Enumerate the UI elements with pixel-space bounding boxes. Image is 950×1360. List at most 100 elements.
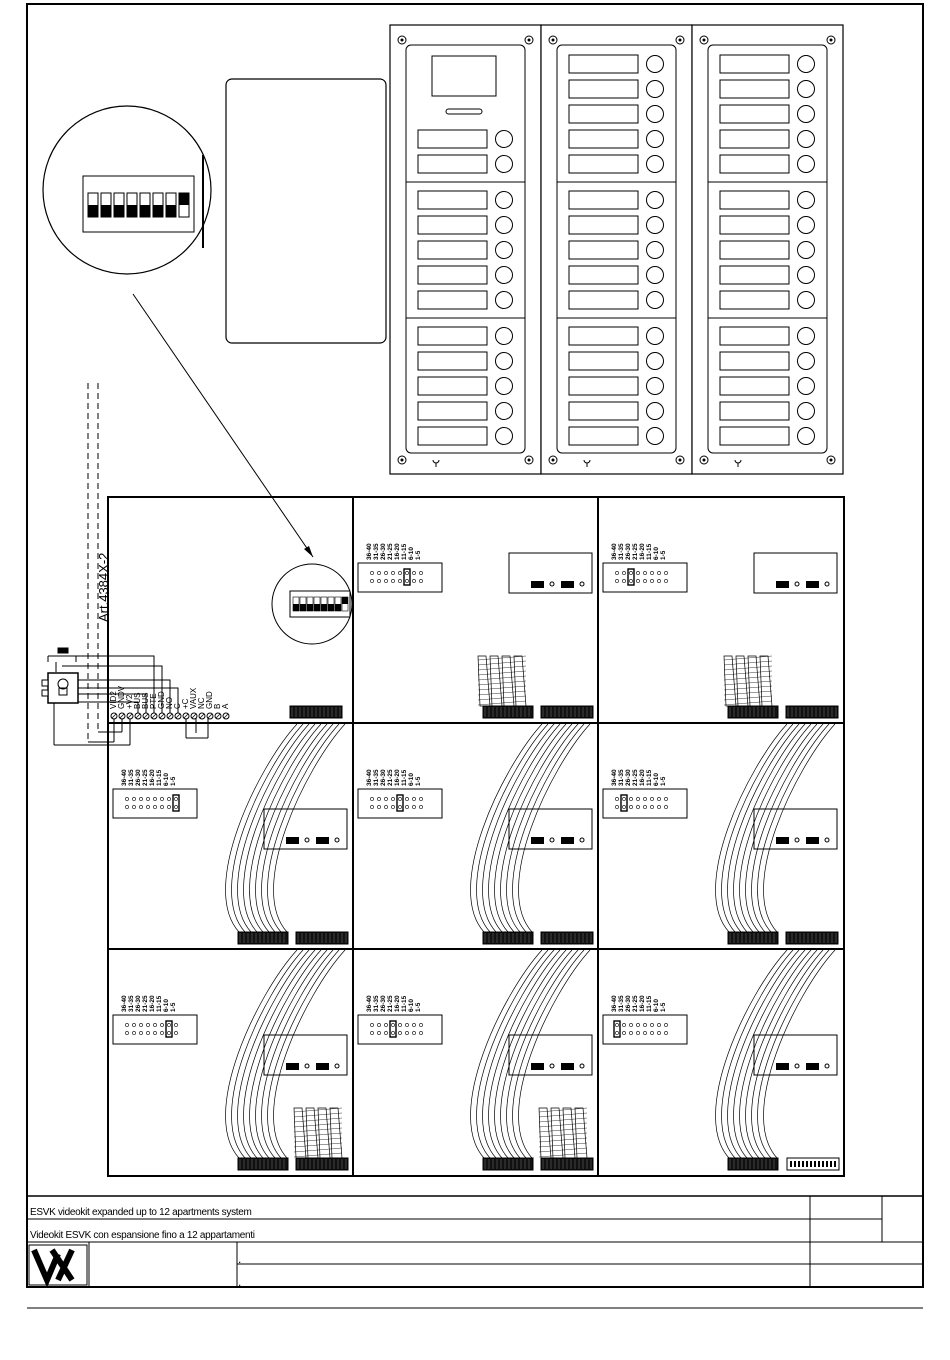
end-connector bbox=[798, 1161, 800, 1167]
end-connector bbox=[810, 1161, 812, 1167]
terminal-label: GND bbox=[157, 691, 166, 709]
ribbon-stub bbox=[477, 665, 527, 671]
jumper-pin bbox=[384, 1023, 388, 1027]
jumper-label: 16-20 bbox=[394, 995, 401, 1012]
jumper-label: 26-30 bbox=[380, 995, 387, 1012]
jumper-pin bbox=[419, 1031, 423, 1035]
name-card bbox=[719, 215, 790, 235]
name-card bbox=[417, 265, 488, 285]
terminal-screw-icon bbox=[183, 713, 189, 719]
screw-icon bbox=[675, 35, 685, 45]
apartment-grid bbox=[107, 496, 845, 1177]
jumper-label: 6-10 bbox=[653, 773, 660, 786]
screw-icon bbox=[583, 459, 591, 464]
jumper-label: 21-25 bbox=[142, 995, 149, 1012]
ribbon-stub bbox=[735, 655, 749, 707]
led-icon bbox=[304, 837, 310, 843]
ribbon-cable bbox=[745, 723, 818, 933]
screw-icon bbox=[678, 458, 682, 462]
ribbon-cable bbox=[506, 949, 579, 1159]
dip-lever bbox=[101, 205, 111, 217]
led-icon bbox=[794, 1063, 800, 1069]
ribbon-stub bbox=[723, 655, 773, 661]
connector bbox=[531, 1063, 544, 1070]
jumper-pin bbox=[622, 571, 626, 575]
led-icon bbox=[579, 581, 585, 587]
end-connector bbox=[794, 1161, 796, 1167]
jumper-pin bbox=[167, 1031, 171, 1035]
dip-lever bbox=[153, 205, 163, 217]
call-button-icon bbox=[646, 352, 664, 370]
jumper-label: 16-20 bbox=[639, 769, 646, 786]
ribbon-stub bbox=[723, 655, 737, 707]
name-card bbox=[719, 290, 790, 310]
jumper-pin bbox=[139, 797, 143, 801]
jumper-pin bbox=[622, 1031, 626, 1035]
jumper-pin bbox=[664, 797, 668, 801]
name-card bbox=[568, 154, 639, 174]
ribbon-stub bbox=[293, 1117, 343, 1123]
call-button-icon bbox=[495, 352, 513, 370]
title-field-a: . bbox=[238, 1252, 242, 1266]
jumper-cap bbox=[620, 794, 628, 812]
jumper-pin bbox=[664, 1031, 668, 1035]
ribbon-connector bbox=[237, 1157, 289, 1171]
name-card bbox=[719, 129, 790, 149]
jumper-pin bbox=[153, 797, 157, 801]
electric-lock-icon bbox=[41, 672, 79, 704]
dip-lever bbox=[127, 205, 137, 217]
ribbon-stub bbox=[550, 1107, 564, 1159]
dip-lever bbox=[300, 604, 306, 611]
jumper-cap bbox=[627, 568, 635, 586]
ribbon-stub bbox=[723, 695, 773, 701]
call-button-icon bbox=[797, 266, 815, 284]
ribbon-stub bbox=[293, 1122, 343, 1128]
drawing-frame bbox=[26, 3, 924, 1288]
jumper-pin bbox=[636, 571, 640, 575]
jumper-pin bbox=[405, 797, 409, 801]
call-button-icon bbox=[495, 402, 513, 420]
name-card bbox=[719, 401, 790, 421]
jumper-pin bbox=[629, 797, 633, 801]
call-button-icon bbox=[495, 216, 513, 234]
jumper-label: 31-35 bbox=[373, 995, 380, 1012]
led-icon bbox=[824, 837, 830, 843]
terminal-screw-icon bbox=[159, 713, 165, 719]
name-card bbox=[417, 326, 488, 346]
jumper-pin bbox=[370, 571, 374, 575]
ribbon-stub bbox=[538, 1107, 588, 1113]
dip-lever bbox=[335, 604, 341, 611]
end-connector bbox=[818, 1161, 820, 1167]
jumper-pin bbox=[657, 797, 661, 801]
jumper-pin bbox=[139, 1031, 143, 1035]
ribbon-stub bbox=[293, 1142, 343, 1148]
jumper-label: 1-5 bbox=[660, 1002, 667, 1012]
jumper-pin bbox=[657, 1023, 661, 1027]
ribbon-cable bbox=[721, 949, 794, 1159]
module-article-label: Art.4384X-2 bbox=[96, 552, 111, 622]
jumper-label: 31-35 bbox=[128, 769, 135, 786]
name-card bbox=[417, 351, 488, 371]
call-button-icon bbox=[797, 105, 815, 123]
screw-icon bbox=[826, 455, 836, 465]
jumper-pin bbox=[650, 797, 654, 801]
jumper-pin bbox=[643, 571, 647, 575]
jumper-label: 26-30 bbox=[625, 769, 632, 786]
jumper-label: 6-10 bbox=[163, 773, 170, 786]
jumper-pin bbox=[622, 579, 626, 583]
end-connector bbox=[830, 1161, 832, 1167]
jumper-pin bbox=[398, 1031, 402, 1035]
jumper-block bbox=[357, 1014, 443, 1045]
jumper-pin bbox=[412, 1031, 416, 1035]
jumper-label: 26-30 bbox=[380, 543, 387, 560]
terminal-screw-icon bbox=[223, 713, 229, 719]
expansion-module bbox=[508, 1034, 593, 1076]
jumper-label: 26-30 bbox=[625, 543, 632, 560]
jumper-label: 11-15 bbox=[156, 769, 163, 786]
name-card bbox=[568, 401, 639, 421]
expansion-module bbox=[508, 552, 593, 594]
name-card bbox=[417, 240, 488, 260]
name-card bbox=[417, 290, 488, 310]
name-card bbox=[568, 426, 639, 446]
